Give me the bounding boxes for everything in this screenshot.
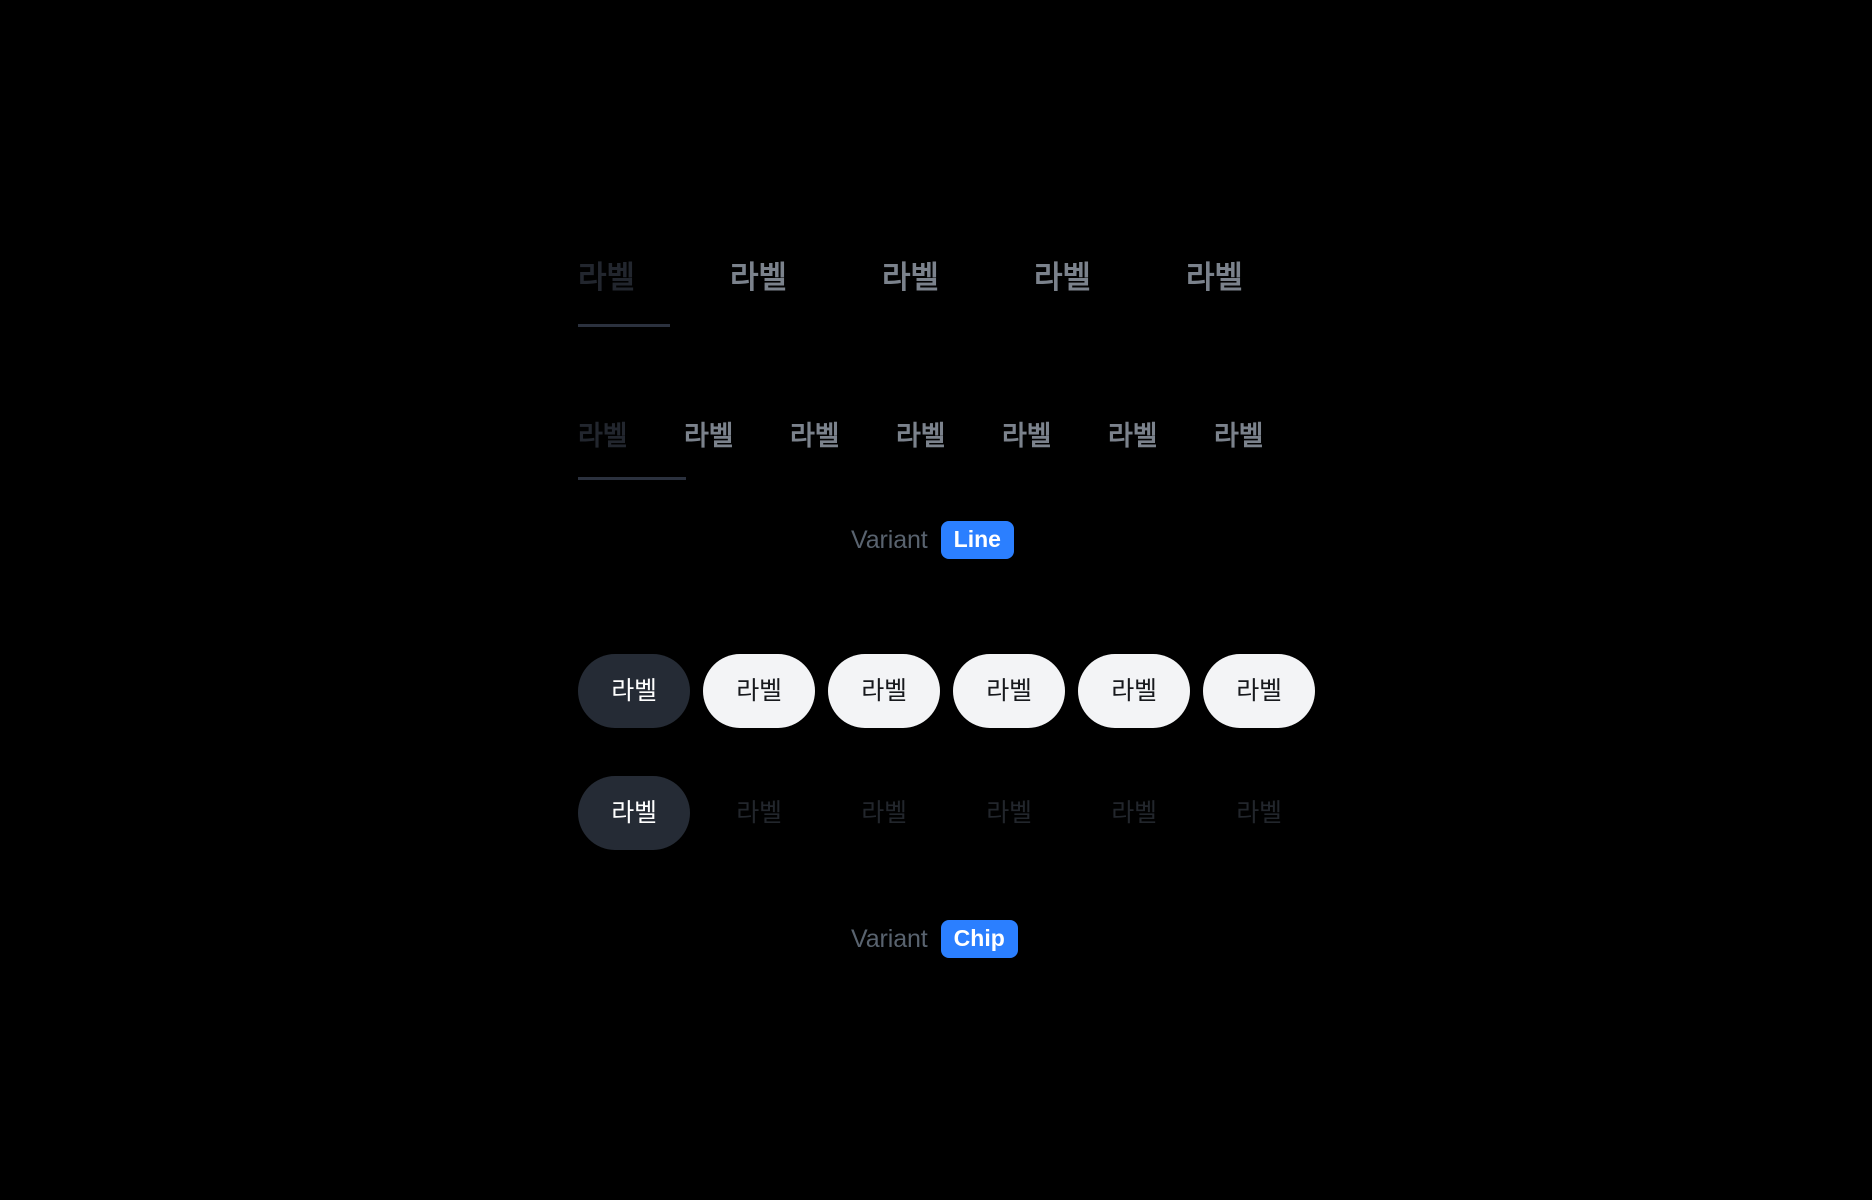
tab-label: 라벨 <box>896 421 946 451</box>
tab-line-large-3[interactable]: 라벨 <box>1034 262 1186 293</box>
tab-label: 라벨 <box>861 798 907 827</box>
variant-caption-chip: Variant Chip <box>851 920 1018 958</box>
tab-label: 라벨 <box>861 676 907 705</box>
tab-label: 라벨 <box>578 421 628 451</box>
tab-line-small-5[interactable]: 라벨 <box>1108 423 1214 450</box>
variant-badge: Line <box>940 521 1014 559</box>
tab-label: 라벨 <box>790 421 840 451</box>
tab-line-large-1[interactable]: 라벨 <box>730 262 882 293</box>
tab-bar-chip-filled: 라벨 라벨 라벨 라벨 라벨 라벨 <box>578 654 1327 728</box>
tab-bar-line-small: 라벨 라벨 라벨 라벨 라벨 라벨 라벨 <box>578 421 1338 480</box>
tab-chip-filled-4[interactable]: 라벨 <box>1078 654 1190 728</box>
tab-line-small-3[interactable]: 라벨 <box>896 423 1002 450</box>
tab-label: 라벨 <box>1002 421 1052 451</box>
tab-label: 라벨 <box>578 260 635 295</box>
tab-label: 라벨 <box>730 260 787 295</box>
tab-bar-line-large: 라벨 라벨 라벨 라벨 라벨 <box>578 260 1338 327</box>
variant-caption-line: Variant Line <box>851 521 1014 559</box>
tab-chip-filled-5[interactable]: 라벨 <box>1203 654 1315 728</box>
variant-badge: Chip <box>940 920 1018 958</box>
tab-label: 라벨 <box>1111 798 1157 827</box>
tab-line-small-6[interactable]: 라벨 <box>1214 423 1320 450</box>
tab-label: 라벨 <box>684 421 734 451</box>
tab-line-small-2[interactable]: 라벨 <box>790 423 896 450</box>
tab-chip-filled-2[interactable]: 라벨 <box>828 654 940 728</box>
tab-chip-ghost-1[interactable]: 라벨 <box>703 776 815 850</box>
tab-label: 라벨 <box>611 676 657 705</box>
tab-label: 라벨 <box>1186 260 1243 295</box>
tab-label: 라벨 <box>1214 421 1264 451</box>
tab-chip-filled-1[interactable]: 라벨 <box>703 654 815 728</box>
tab-selected-indicator <box>578 477 686 480</box>
tab-line-small-0[interactable]: 라벨 <box>578 421 686 480</box>
variant-label: Variant <box>851 924 928 953</box>
tab-label: 라벨 <box>1034 260 1091 295</box>
tab-label: 라벨 <box>1236 676 1282 705</box>
variant-label: Variant <box>851 525 928 554</box>
tab-line-large-4[interactable]: 라벨 <box>1186 262 1338 293</box>
tab-chip-ghost-3[interactable]: 라벨 <box>953 776 1065 850</box>
tab-line-large-0[interactable]: 라벨 <box>578 260 730 327</box>
tab-label: 라벨 <box>1236 798 1282 827</box>
tab-label: 라벨 <box>736 676 782 705</box>
tab-label: 라벨 <box>1111 676 1157 705</box>
tab-chip-ghost-4[interactable]: 라벨 <box>1078 776 1190 850</box>
tab-label: 라벨 <box>986 798 1032 827</box>
tab-label: 라벨 <box>611 798 657 827</box>
tab-chip-ghost-2[interactable]: 라벨 <box>828 776 940 850</box>
tab-chip-filled-3[interactable]: 라벨 <box>953 654 1065 728</box>
tab-chip-filled-0[interactable]: 라벨 <box>578 654 690 728</box>
tab-line-small-4[interactable]: 라벨 <box>1002 423 1108 450</box>
tab-label: 라벨 <box>882 260 939 295</box>
tab-line-large-2[interactable]: 라벨 <box>882 262 1034 293</box>
tab-bar-chip-ghost: 라벨 라벨 라벨 라벨 라벨 라벨 <box>578 776 1327 850</box>
tab-selected-indicator <box>578 324 670 327</box>
tab-chip-ghost-0[interactable]: 라벨 <box>578 776 690 850</box>
tab-label: 라벨 <box>986 676 1032 705</box>
tab-line-small-1[interactable]: 라벨 <box>684 423 790 450</box>
tab-label: 라벨 <box>736 798 782 827</box>
tab-chip-ghost-5[interactable]: 라벨 <box>1203 776 1315 850</box>
tab-label: 라벨 <box>1108 421 1158 451</box>
